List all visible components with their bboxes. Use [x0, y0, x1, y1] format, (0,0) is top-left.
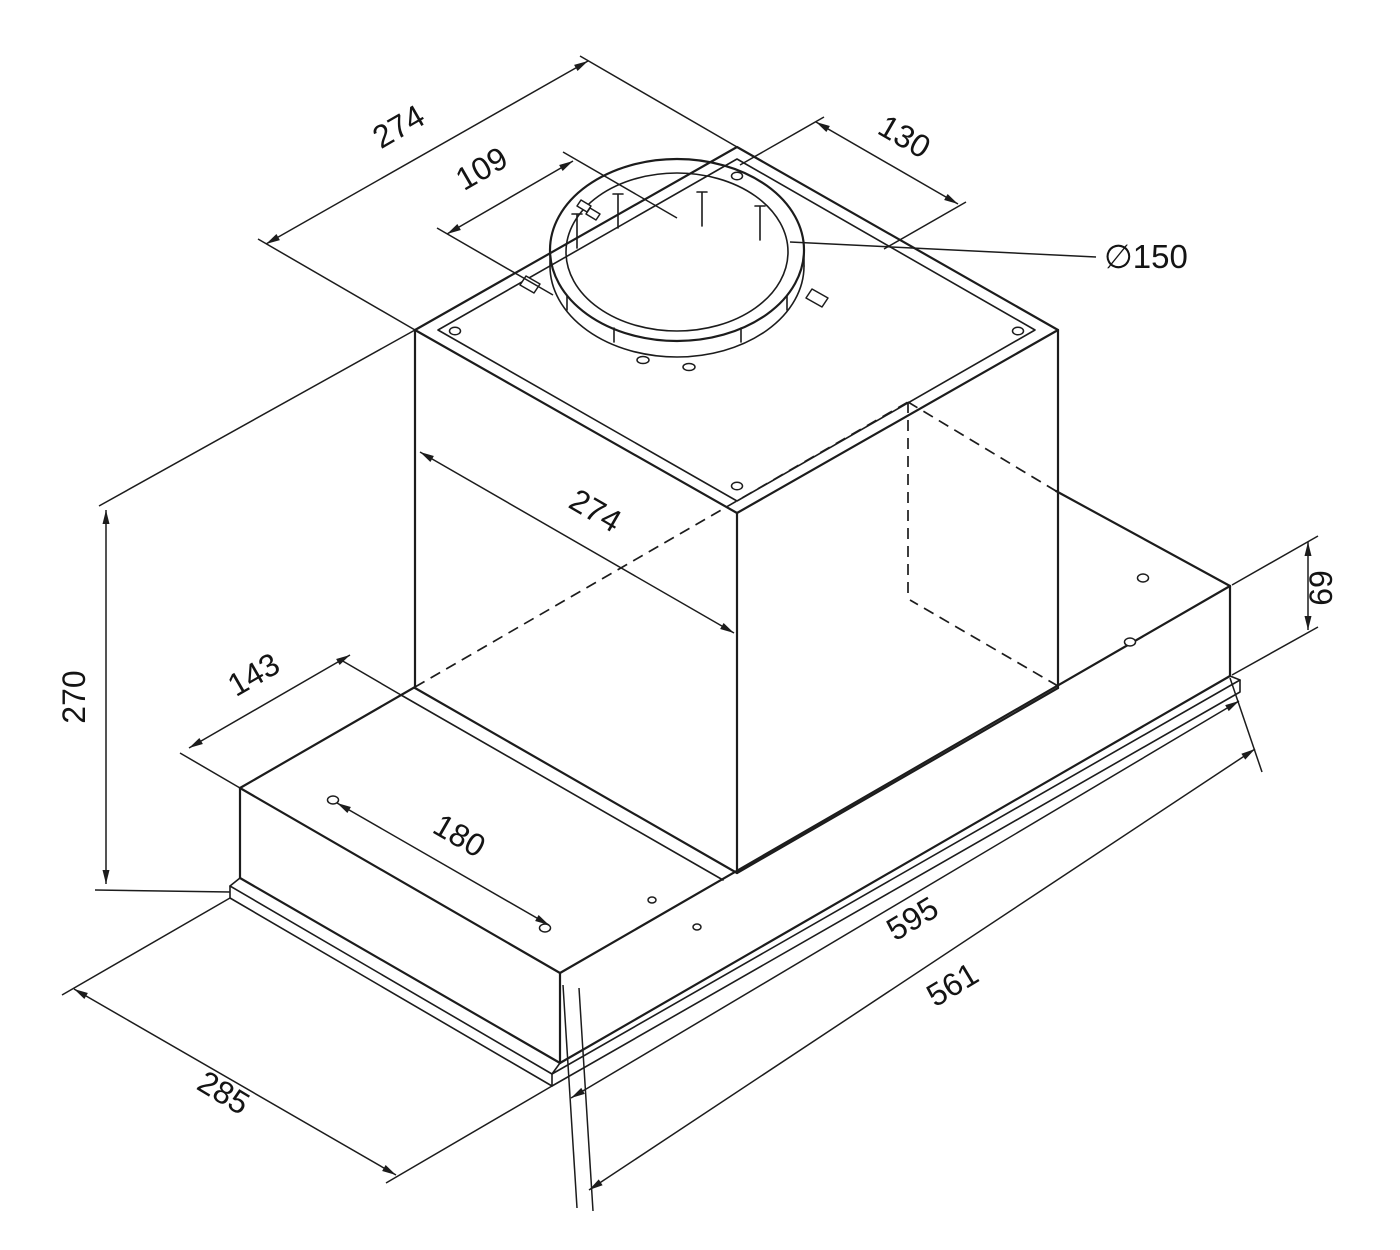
flange-screw-holes	[448, 171, 1025, 491]
dim-label-top-depth: 274	[366, 98, 430, 156]
dim-duct-diameter: ∅150	[789, 238, 1188, 275]
dim-label-body-width: 274	[563, 482, 627, 540]
collar-slits	[566, 295, 788, 343]
duct-collar	[519, 157, 829, 358]
base-plate	[229, 489, 1241, 1087]
chimney-box	[413, 145, 1060, 875]
dim-outer-width: 595	[562, 677, 1263, 1212]
collar-pins	[571, 191, 766, 249]
dim-label-duct-offset-left: 109	[449, 140, 513, 198]
dim-label-base-depth: 285	[192, 1063, 256, 1121]
dim-label-duct-diameter: ∅150	[1104, 238, 1188, 275]
dim-top-depth: 274	[257, 55, 738, 331]
dim-label-total-height: 270	[56, 670, 92, 723]
dim-total-height: 270	[56, 329, 416, 893]
dim-base-height: 69	[1231, 535, 1339, 676]
dim-body-length: 561	[588, 748, 1256, 1191]
bottom-lip	[229, 675, 1241, 1087]
dim-label-front-depth: 143	[221, 646, 285, 704]
dim-label-outer-width: 595	[880, 889, 944, 947]
dim-label-base-height: 69	[1303, 570, 1339, 606]
top-face-slots	[636, 355, 696, 372]
dim-label-duct-offset-right: 130	[872, 108, 936, 166]
dim-front-depth: 143	[179, 646, 402, 789]
dim-duct-offset-right: 130	[739, 108, 967, 250]
dim-hole-spacing: 180	[336, 802, 550, 926]
dim-body-width: 274	[419, 451, 735, 634]
dim-label-hole-spacing: 180	[427, 807, 491, 865]
dim-base-depth: 285	[61, 897, 553, 1184]
